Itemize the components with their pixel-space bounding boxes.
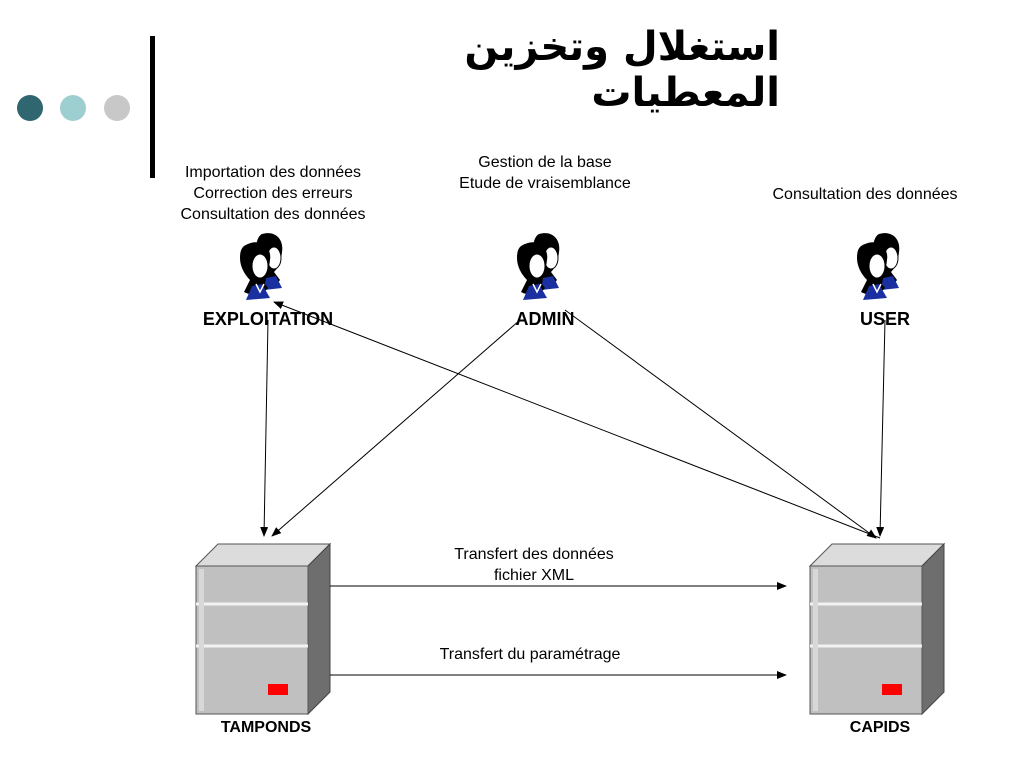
page-title: استغلال وتخزين المعطيات xyxy=(464,24,780,116)
param-transfer-label: Transfert du paramétrage xyxy=(439,646,621,663)
admin-person-icon xyxy=(516,232,561,301)
user-label: USER xyxy=(859,309,910,329)
user-task: Consultation des données xyxy=(772,186,958,203)
capids-led-icon xyxy=(882,684,902,695)
admin-task: Etude de vraisemblance xyxy=(459,175,631,192)
decor-dot-dark xyxy=(17,95,43,121)
user-person-icon xyxy=(856,232,901,301)
data-transfer-line: fichier XML xyxy=(493,567,575,584)
exploitation-task: Correction des erreurs xyxy=(193,185,353,202)
admin-tasks: Gestion de la base Etude de vraisemblanc… xyxy=(430,152,660,194)
data-transfer-line: Transfert des données xyxy=(454,546,614,563)
decor-vertical-bar xyxy=(150,36,155,178)
exploitation-tasks: Importation des données Correction des e… xyxy=(150,162,396,225)
arrow-exploitation-to-tamponds xyxy=(260,319,269,537)
exploitation-person-icon xyxy=(239,232,284,301)
capids-server-icon xyxy=(808,542,946,716)
arrow-capids-to-exploitation xyxy=(273,301,881,539)
decor-dot-grey xyxy=(104,95,130,121)
tamponds-label: TAMPONDS xyxy=(220,719,312,736)
admin-label: ADMIN xyxy=(515,309,575,329)
tamponds-server-icon xyxy=(194,542,332,716)
arrow-user-to-capids xyxy=(876,319,886,537)
data-transfer-label: Transfert des données fichier XML xyxy=(424,544,644,586)
arrow-admin-to-capids xyxy=(564,309,877,539)
admin-task: Gestion de la base xyxy=(478,154,612,171)
arrow-admin-to-tamponds xyxy=(271,319,521,537)
exploitation-label: EXPLOITATION xyxy=(202,309,334,329)
capids-label: CAPIDS xyxy=(849,719,911,736)
exploitation-task: Importation des données xyxy=(184,164,362,181)
user-tasks: Consultation des données xyxy=(745,184,985,205)
exploitation-task: Consultation des données xyxy=(180,206,366,223)
tamponds-led-icon xyxy=(268,684,288,695)
decor-dot-teal xyxy=(60,95,86,121)
